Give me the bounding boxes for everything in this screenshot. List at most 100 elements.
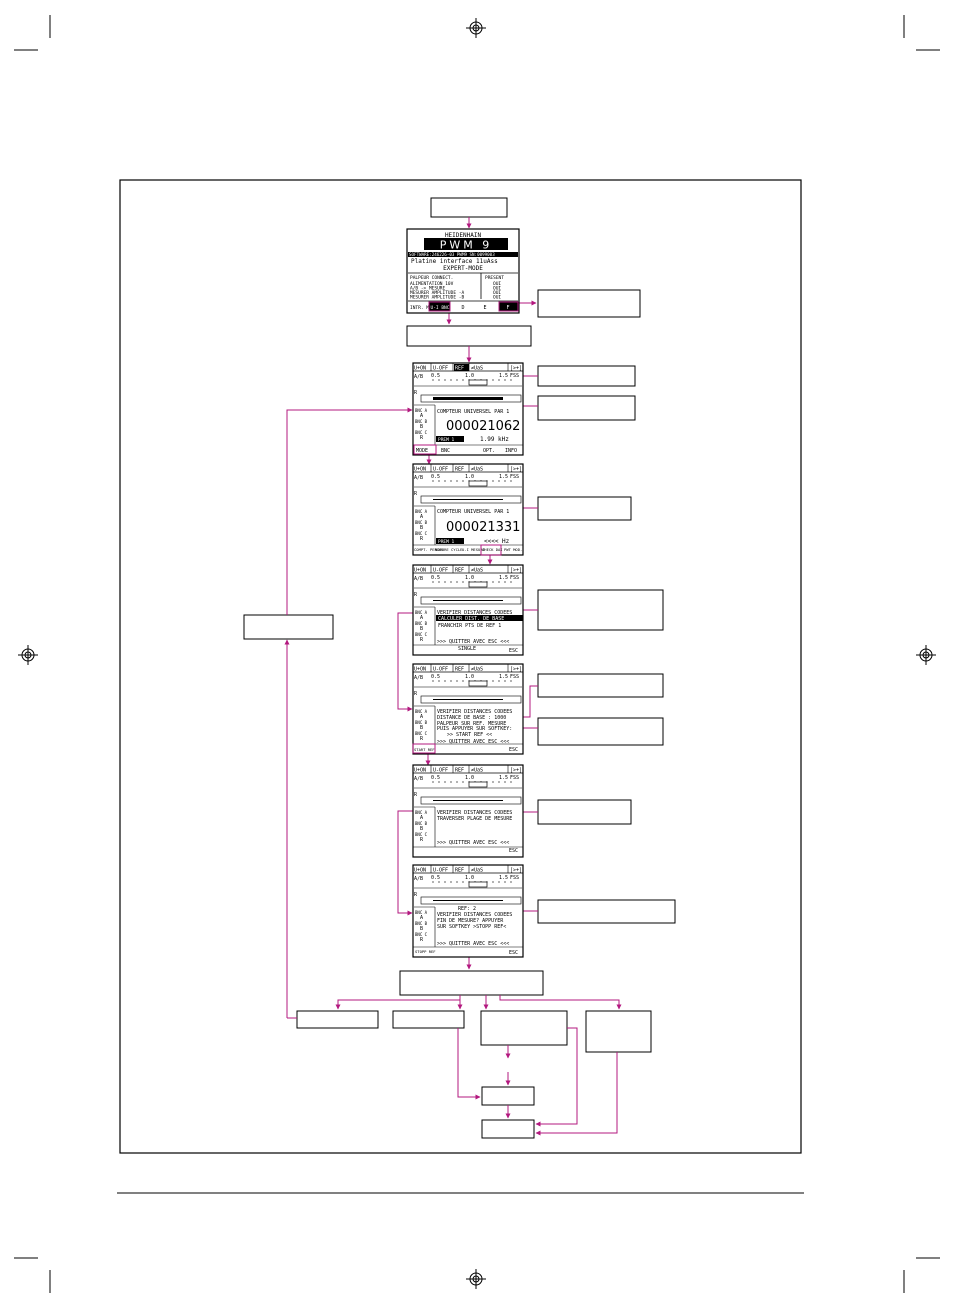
softkey-info[interactable]: INFO bbox=[505, 448, 517, 454]
scale-fss: FSS bbox=[510, 373, 519, 379]
tab-2[interactable]: REF bbox=[455, 768, 464, 774]
counter-sub-right: <<<< Hz bbox=[484, 538, 510, 545]
bar-label-ab: A/B bbox=[414, 776, 423, 782]
base-line: PUIS APPUYER SUR SOFTKEY: bbox=[437, 726, 512, 732]
menu-status: SINGLE bbox=[458, 646, 476, 652]
bnc-tag: BNC C bbox=[415, 531, 428, 536]
tab-4[interactable]: [>+] bbox=[510, 667, 522, 673]
counter-header: COMPTEUR UNIVERSEL PAR 1 bbox=[437, 409, 509, 415]
tab-3[interactable]: ≠UaS bbox=[471, 868, 483, 874]
tab-4[interactable]: [>+] bbox=[510, 366, 522, 372]
softkey-ui[interactable]: U-I MESURE bbox=[462, 547, 486, 552]
base-esc[interactable]: ESC bbox=[509, 747, 518, 753]
bar-label-ab: A/B bbox=[414, 475, 423, 481]
base-line: PALPEUR SUR REF. MESURE bbox=[437, 721, 506, 727]
tab-1[interactable]: U-OFF bbox=[433, 366, 448, 372]
signal-bar bbox=[468, 581, 488, 588]
signal-bar bbox=[468, 480, 488, 487]
softkey-pwt[interactable]: PWT MOD. bbox=[504, 547, 522, 552]
return-box bbox=[243, 614, 334, 640]
bnc-tag: BNC B bbox=[415, 520, 428, 525]
bar-label-r: R bbox=[414, 592, 418, 598]
tab-2[interactable]: REF bbox=[455, 868, 464, 874]
end-content: REF: 2 VERIFIER DISTANCES CODEES FIN DE … bbox=[415, 906, 518, 956]
softkey-d[interactable]: D bbox=[461, 305, 464, 311]
tab-4[interactable]: [>+] bbox=[510, 768, 522, 774]
tab-3[interactable]: ≠UaS bbox=[471, 366, 483, 372]
bnc-value: R bbox=[420, 637, 424, 643]
softkey-bnc[interactable]: U-I BNC bbox=[431, 305, 450, 311]
tab-3[interactable]: ≠UaS bbox=[471, 667, 483, 673]
base-line: >> START REF << bbox=[447, 732, 492, 738]
softkey-mode[interactable]: INTR. MODE bbox=[410, 305, 437, 311]
bar-label-r: R bbox=[414, 691, 418, 697]
tab-0[interactable]: U+ON bbox=[414, 568, 426, 574]
softkey-e[interactable]: E bbox=[483, 305, 486, 311]
tab-0[interactable]: U+ON bbox=[414, 868, 426, 874]
bnc-tag: BNC A bbox=[415, 610, 428, 615]
tab-0[interactable]: U+ON bbox=[414, 366, 426, 372]
bar-label-ab: A/B bbox=[414, 876, 423, 882]
branch-box bbox=[392, 1010, 465, 1029]
tab-4[interactable]: [>+] bbox=[510, 467, 522, 473]
bnc-value: R bbox=[420, 736, 424, 742]
scale-1-5: 1.5 bbox=[499, 674, 508, 680]
bnc-value: A bbox=[420, 514, 423, 520]
crop-marks bbox=[14, 15, 940, 1293]
tab-3[interactable]: ≠UaS bbox=[471, 568, 483, 574]
tab-2[interactable]: REF bbox=[455, 366, 464, 372]
tab-1[interactable]: U-OFF bbox=[433, 667, 448, 673]
scale-0-5: 0.5 bbox=[431, 575, 440, 581]
tab-1[interactable]: U-OFF bbox=[433, 568, 448, 574]
tab-1[interactable]: U-OFF bbox=[433, 768, 448, 774]
tab-1[interactable]: U-OFF bbox=[433, 467, 448, 473]
note-box bbox=[537, 395, 636, 421]
softkey-bnc[interactable]: BNC bbox=[441, 448, 450, 454]
menu-esc[interactable]: ESC bbox=[509, 648, 518, 654]
scale-1-5: 1.5 bbox=[499, 373, 508, 379]
softkey-compt[interactable]: COMPT. PERIO. bbox=[414, 547, 444, 552]
bnc-value: R bbox=[420, 937, 424, 943]
bnc-tag: BNC A bbox=[415, 709, 428, 714]
bnc-tag: BNC C bbox=[415, 731, 428, 736]
tab-2[interactable]: REF bbox=[455, 568, 464, 574]
bnc-tag: BNC C bbox=[415, 430, 428, 435]
traverse-esc[interactable]: ESC bbox=[509, 848, 518, 854]
tab-0[interactable]: U+ON bbox=[414, 467, 426, 473]
end-esc[interactable]: ESC bbox=[509, 950, 518, 956]
tab-3[interactable]: ≠UaS bbox=[471, 467, 483, 473]
softkey-start-ref[interactable]: START REF bbox=[414, 747, 435, 752]
tab-0[interactable]: U+ON bbox=[414, 667, 426, 673]
softkey-opt[interactable]: OPT. bbox=[483, 448, 495, 454]
tab-4[interactable]: [>+] bbox=[510, 868, 522, 874]
bnc-value: A bbox=[420, 714, 423, 720]
tab-2[interactable]: REF bbox=[455, 667, 464, 673]
tab-0[interactable]: U+ON bbox=[414, 768, 426, 774]
bnc-value: A bbox=[420, 815, 423, 821]
screen-model: PWM 9 bbox=[440, 239, 493, 252]
tab-3[interactable]: ≠UaS bbox=[471, 768, 483, 774]
note-box bbox=[537, 496, 632, 521]
row-label: MESURER AMPLITUDE -A bbox=[410, 290, 464, 296]
tab-4[interactable]: [>+] bbox=[510, 568, 522, 574]
end-quit: >>> QUITTER AVEC ESC <<< bbox=[437, 941, 509, 947]
signal-bar bbox=[468, 781, 488, 788]
registration-target-icon bbox=[18, 645, 38, 665]
row-label: MESURER AMPLITUDE -B bbox=[410, 295, 464, 301]
scale-0-5: 0.5 bbox=[431, 474, 440, 480]
tab-2[interactable]: REF bbox=[455, 467, 464, 473]
softkey-check[interactable]: CHECK DAI bbox=[482, 547, 503, 552]
softkey-mode[interactable]: MODE bbox=[416, 448, 428, 454]
bnc-value: R bbox=[420, 536, 424, 542]
bnc-value: B bbox=[420, 626, 423, 632]
menu-quit: >>> QUITTER AVEC ESC <<< bbox=[437, 639, 509, 645]
scale-fss: FSS bbox=[510, 575, 519, 581]
softkey-stopp-ref[interactable]: STOPP REF bbox=[415, 949, 436, 954]
bnc-value: R bbox=[420, 435, 424, 441]
softkey-nombre[interactable]: NOMBRE CYCLE bbox=[435, 547, 463, 552]
softkey-f[interactable]: F bbox=[506, 305, 509, 311]
tab-1[interactable]: U-OFF bbox=[433, 868, 448, 874]
